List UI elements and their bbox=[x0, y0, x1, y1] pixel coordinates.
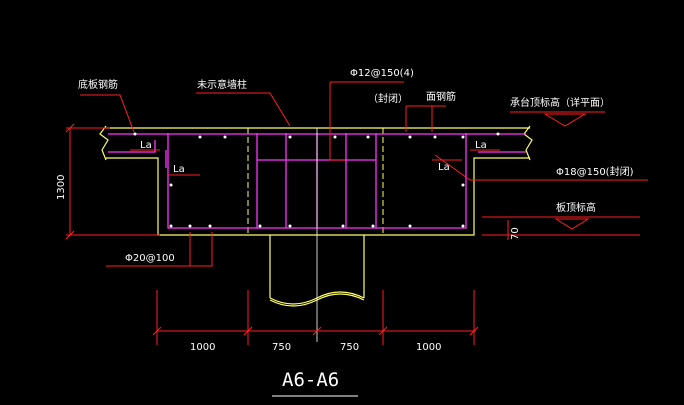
label-column: 未示意墙柱 bbox=[197, 78, 247, 91]
dim-span-2: 750 bbox=[272, 342, 291, 353]
dim-height: 1300 bbox=[56, 175, 67, 200]
label-bottom-bars: Φ20@100 bbox=[125, 253, 175, 264]
label-cap-top-elevation: 承台顶标高（详平面） bbox=[510, 96, 610, 109]
dim-span-4: 1000 bbox=[416, 342, 441, 353]
dim-offset: 70 bbox=[510, 227, 521, 240]
label-closed: （封闭） bbox=[368, 92, 408, 105]
label-la-2: La bbox=[173, 164, 185, 175]
label-closed-rebar: Φ18@150(封闭) bbox=[556, 165, 634, 178]
dim-span-1: 1000 bbox=[190, 342, 215, 353]
label-face-rebar: 面钢筋 bbox=[426, 90, 456, 103]
section-title: A6-A6 bbox=[282, 369, 339, 391]
rebar-dots bbox=[133, 132, 500, 228]
dim-span-3: 750 bbox=[340, 342, 359, 353]
label-slab-top-elevation: 板顶标高 bbox=[556, 201, 596, 214]
label-la-1: La bbox=[140, 140, 152, 151]
concrete-outline bbox=[99, 125, 533, 307]
label-stirrup-spec: Φ12@150(4) bbox=[350, 68, 414, 79]
label-la-4: La bbox=[475, 140, 487, 151]
column-dashed-lines bbox=[247, 128, 384, 235]
leader-lines bbox=[65, 81, 648, 345]
label-la-3: La bbox=[438, 162, 450, 173]
label-bottom-rebar: 底板钢筋 bbox=[78, 78, 118, 91]
